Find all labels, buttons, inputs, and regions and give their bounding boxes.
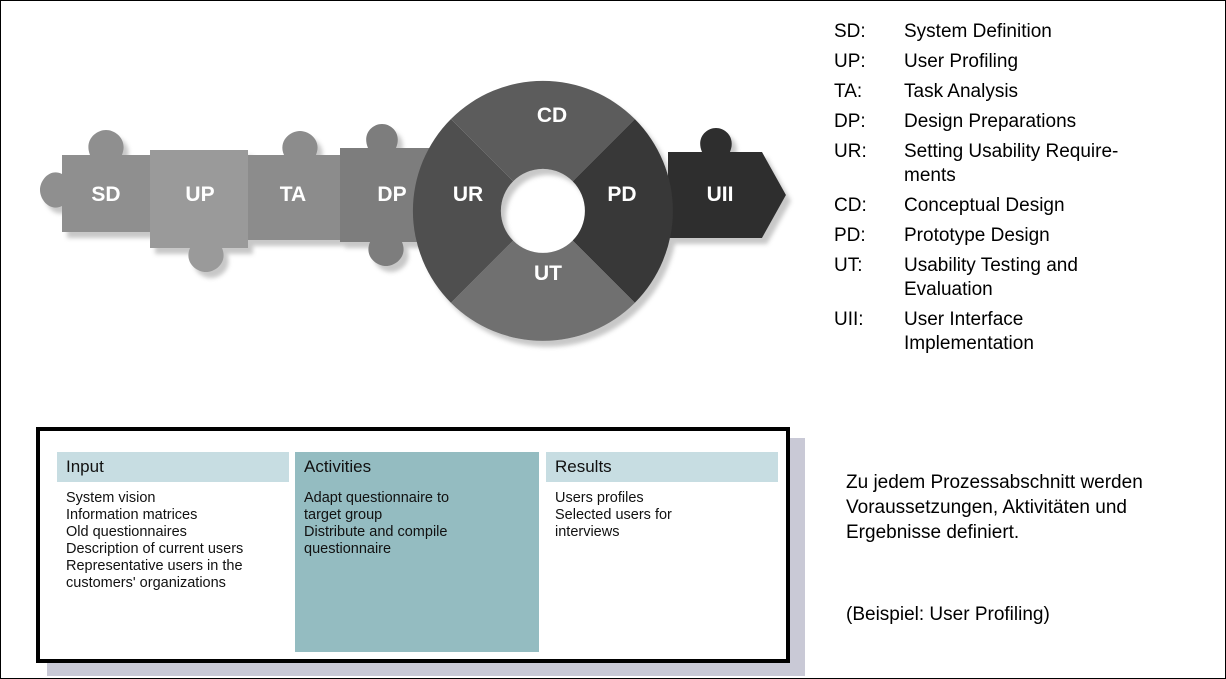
puzzle-piece-up [150,150,270,272]
legend-desc: Prototype Design [904,225,1050,246]
label-pd: PD [607,183,636,206]
legend-abbr: UT: [834,255,863,276]
results-items: Users profiles Selected users for interv… [555,490,672,540]
legend-abbr: UP: [834,51,866,72]
ring-segment-ur [412,118,514,303]
legend-desc: User Profiling [904,51,1019,72]
legend-row-cd: CD: Conceptual Design [834,194,1214,218]
puzzle-piece-sd [40,130,172,232]
legend-desc: User Interface Implementation [904,309,1034,354]
legend: SD: System Definition UP: User Profiling T… [834,20,1214,362]
note-text: Zu jedem Prozessabschnitt werden Vorauss… [846,472,1143,543]
label-up: UP [185,183,214,206]
activities-items: Adapt questionnaire to target group Dist… [304,490,450,557]
example-box: Input System vision Information matrices… [36,427,790,663]
label-sd: SD [91,183,120,206]
legend-row-uii: UII: User Interface Implementation [834,308,1214,356]
legend-desc: System Definition [904,21,1052,42]
activities-title: Activities [304,457,372,476]
label-dp: DP [377,183,406,206]
legend-abbr: SD: [834,21,866,42]
label-ut: UT [534,262,562,285]
results-title: Results [546,452,778,482]
label-ta: TA [280,183,306,206]
legend-abbr: UII: [834,309,864,330]
label-ur: UR [453,183,483,206]
legend-row-sd: SD: System Definition [834,20,1214,44]
legend-row-ur: UR: Setting Usability Require- ments [834,140,1214,188]
note-example: (Beispiel: User Profiling) [846,604,1050,625]
label-uii: UII [707,183,734,206]
legend-row-dp: DP: Design Preparations [834,110,1214,134]
ring-segment-pd [572,118,673,303]
legend-abbr: UR: [834,141,867,162]
legend-abbr: DP: [834,111,866,132]
legend-desc: Usability Testing and Evaluation [904,255,1078,300]
process-diagram: SD UP TA DP UR CD PD UT UII [40,80,786,341]
legend-desc: Setting Usability Require- ments [904,141,1119,186]
results-column: Results Users profiles Selected users fo… [546,452,778,541]
legend-row-ta: TA: Task Analysis [834,80,1214,104]
activities-column: Activities Adapt questionnaire to target… [295,452,539,652]
legend-desc: Design Preparations [904,111,1077,132]
puzzle-piece-ta [248,131,340,240]
arrow-piece-uii [668,128,786,238]
legend-row-ut: UT: Usability Testing and Evaluation [834,254,1214,302]
ring-segment-cd [450,80,635,182]
legend-desc: Task Analysis [904,81,1019,102]
legend-row-up: UP: User Profiling [834,50,1214,74]
legend-abbr: CD: [834,195,867,216]
legend-row-pd: PD: Prototype Design [834,224,1214,248]
legend-desc: Conceptual Design [904,195,1065,216]
ring-segment-ut [450,240,635,341]
input-column: Input System vision Information matrices… [57,452,289,592]
input-items: System vision Information matrices Old q… [66,490,244,591]
legend-abbr: PD: [834,225,866,246]
legend-abbr: TA: [834,81,863,102]
input-title: Input [57,452,289,482]
label-cd: CD [537,104,567,127]
